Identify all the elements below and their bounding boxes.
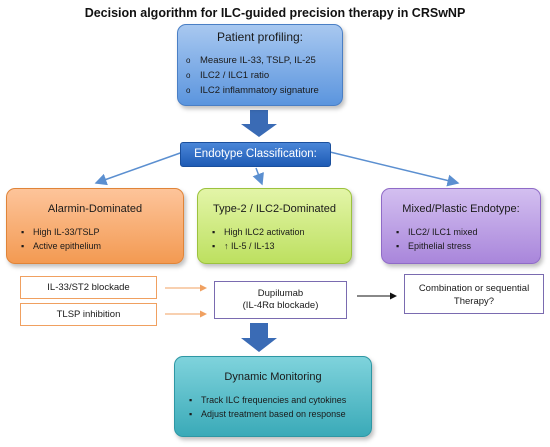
type2-dominated-box: Type-2 / ILC2-Dominated High ILC2 activa… (197, 188, 352, 264)
endotype-header: Mixed/Plastic Endotype: (402, 203, 520, 215)
mixed-plastic-box: Mixed/Plastic Endotype: ILC2/ ILC1 mixed… (381, 188, 541, 264)
endotype-classification-box: Endotype Classification: (180, 142, 331, 167)
monitoring-list: Track ILC frequencies and cytokines Adju… (189, 393, 346, 421)
dupilumab-box: Dupilumab (IL-4Rα blockade) (214, 281, 347, 319)
list-item: Measure IL-33, TSLP, IL-25 (186, 53, 319, 68)
endotype-header: Alarmin-Dominated (47, 203, 143, 215)
endotype-list: High IL-33/TSLP Active epithelium (21, 225, 101, 253)
link-to-mixed (329, 151, 460, 187)
combination-therapy-box: Combination or sequential Therapy? (404, 274, 544, 314)
list-item: Track ILC frequencies and cytokines (189, 393, 346, 407)
list-item: ↑ IL-5 / IL-13 (212, 239, 305, 253)
combination-line1: Combination or sequential (418, 283, 530, 294)
list-item: Active epithelium (21, 239, 101, 253)
combination-line2: Therapy? (453, 296, 495, 307)
endotype-list: ILC2/ ILC1 mixed Epithelial stress (396, 225, 478, 253)
link-to-alarmin (94, 151, 184, 186)
monitoring-header: Dynamic Monitoring (224, 371, 322, 383)
link-to-type2 (252, 167, 264, 186)
page-title: Decision algorithm for ILC-guided precis… (84, 6, 466, 20)
list-item: High ILC2 activation (212, 225, 305, 239)
tslp-inhibition-box: TLSP inhibition (20, 303, 157, 326)
profiling-list: Measure IL-33, TSLP, IL-25 ILC2 / ILC1 r… (186, 53, 319, 98)
st2-blockade-box: IL-33/ST2 blockade (20, 276, 157, 299)
patient-profiling-box: Patient profiling: Measure IL-33, TSLP, … (177, 24, 343, 106)
list-item: High IL-33/TSLP (21, 225, 101, 239)
alarmin-dominated-box: Alarmin-Dominated High IL-33/TSLP Active… (6, 188, 184, 264)
dynamic-monitoring-box: Dynamic Monitoring Track ILC frequencies… (174, 356, 372, 437)
endotype-header: Type-2 / ILC2-Dominated (213, 203, 336, 215)
endotype-list: High ILC2 activation ↑ IL-5 / IL-13 (212, 225, 305, 253)
profiling-header: Patient profiling: (216, 30, 304, 44)
dupilumab-name: Dupilumab (257, 288, 304, 299)
dupilumab-mechanism: (IL-4Rα blockade) (242, 300, 319, 311)
list-item: ILC2 / ILC1 ratio (186, 68, 319, 83)
list-item: Adjust treatment based on response (189, 407, 346, 421)
down-arrow-2 (241, 323, 277, 352)
down-arrow-1 (241, 110, 277, 137)
list-item: ILC2/ ILC1 mixed (396, 225, 478, 239)
list-item: Epithelial stress (396, 239, 478, 253)
list-item: ILC2 inflammatory signature (186, 83, 319, 98)
